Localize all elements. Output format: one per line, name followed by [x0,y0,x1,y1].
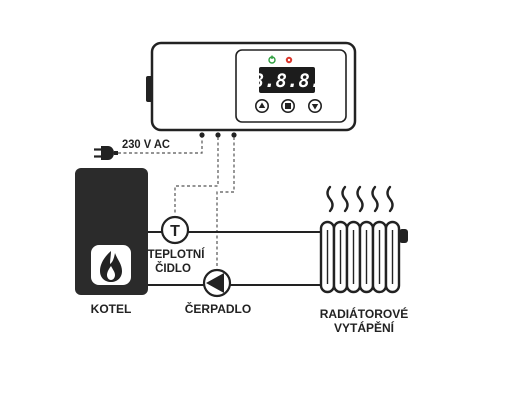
controller-side-clip [146,76,153,102]
controller-unit: 8.8.8. [146,41,357,132]
power-led-icon [268,55,276,64]
digital-display [259,67,315,93]
radiator [319,185,408,294]
radiator-fins [319,220,401,294]
power-plug-icon [94,146,118,160]
sensor-label-line1: TEPLOTNÍ [148,248,206,261]
pump-arrow-icon [206,273,224,293]
radiator-fin-grooves [326,230,394,284]
supply-wire [118,137,203,154]
stop-square-icon [285,103,291,109]
terminals [199,132,237,138]
arrow-up-icon [258,102,266,108]
pump [202,268,232,298]
alarm-led-icon [285,56,293,64]
boiler [75,168,148,295]
radiator-label-line2: VYTÁPĚNÍ [334,320,395,335]
up-button[interactable] [255,99,270,114]
radiator-valve [399,229,408,243]
temperature-sensor: T [160,215,190,245]
signal-wiring [118,137,235,267]
pump-label: ČERPADLO [185,301,251,316]
arrow-down-icon [311,104,319,110]
radiator-label-line1: RADIÁTOROVÉ [320,306,408,321]
stop-button[interactable] [280,99,295,114]
supply-label: 230 V AC [122,139,170,151]
display-readout: 8.8.8. [253,70,322,92]
heat-waves-icon [326,185,394,213]
sensor-wire [174,137,219,214]
sensor-symbol: T [170,223,180,240]
boiler-label: KOTEL [91,302,132,316]
pump-wire [216,137,235,267]
sensor-label-line2: ČIDLO [155,262,191,275]
down-button[interactable] [307,99,322,114]
